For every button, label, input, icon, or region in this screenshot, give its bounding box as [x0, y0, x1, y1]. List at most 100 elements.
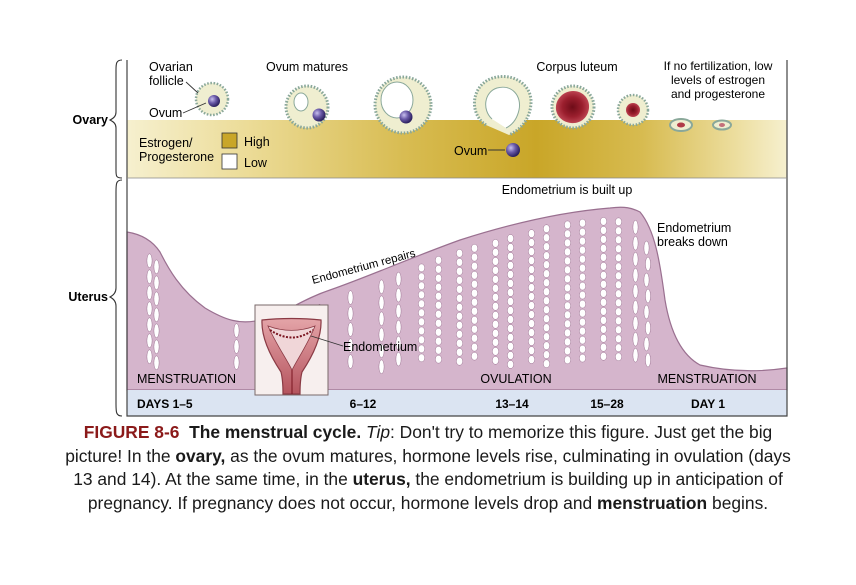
endometrial-gland: [564, 265, 571, 275]
corpus-luteum-label: Corpus luteum: [536, 60, 617, 74]
caption-menstruation-word: menstruation: [597, 492, 708, 513]
endometrial-gland: [456, 267, 463, 276]
endometrial-gland: [600, 217, 607, 226]
endometrial-gland: [564, 229, 571, 239]
maturing-follicle-graphic-2: [373, 75, 433, 135]
endometrial-gland: [435, 273, 442, 283]
endometrial-gland: [579, 245, 586, 255]
endometrial-gland: [632, 299, 639, 315]
endometrial-gland: [471, 279, 478, 289]
endometrial-gland: [600, 352, 607, 361]
endometrial-gland: [347, 338, 354, 353]
endometrial-gland: [600, 244, 607, 253]
endometrial-gland: [471, 324, 478, 334]
uterus-inset: [254, 304, 329, 396]
released-ovum-label: Ovum: [454, 144, 487, 158]
diagram-frame: [126, 60, 788, 417]
caption-uterus-word: uterus,: [352, 469, 411, 489]
hormone-legend-title-line2: Progesterone: [139, 150, 214, 164]
endometrial-gland: [579, 290, 586, 300]
timeline-days-6-12: 6–12: [350, 397, 377, 411]
endometrial-gland: [615, 244, 622, 254]
ovary-band-top-strip: [127, 50, 787, 120]
timeline-days-1-5: DAYS 1–5: [137, 397, 193, 411]
endometrial-gland: [643, 304, 650, 320]
endometrial-gland: [471, 351, 478, 361]
endometrial-gland: [564, 310, 571, 320]
ovum-matures-label: Ovum matures: [266, 60, 348, 74]
endometrial-gland: [435, 345, 442, 355]
endometrial-gland: [579, 326, 586, 336]
caption-ovary-word: ovary,: [175, 445, 226, 466]
endometrial-gland: [471, 306, 478, 316]
endometrial-gland: [456, 303, 463, 312]
hormone-low-swatch: [221, 153, 238, 170]
endometrial-gland: [507, 288, 514, 297]
caption-text-1: : Don't try to memorize this figure. Jus…: [65, 422, 773, 466]
endometrial-gland: [615, 280, 622, 290]
endometrial-gland: [632, 267, 639, 283]
endometrial-gland: [471, 297, 478, 307]
endometrial-gland: [507, 324, 514, 333]
endometrial-gland: [564, 283, 571, 293]
endometrial-gland: [492, 248, 499, 257]
endometrial-gland: [395, 287, 402, 303]
endometrial-gland: [632, 315, 639, 331]
endometrial-gland: [435, 336, 442, 346]
endometrial-gland: [615, 307, 622, 317]
endometrial-gland: [471, 315, 478, 325]
endometrial-gland: [395, 303, 402, 319]
endometrial-gland: [600, 343, 607, 352]
endometrial-gland: [528, 355, 535, 364]
endometrial-gland: [600, 226, 607, 235]
hormone-legend: Estrogen/ Progesterone High Low: [139, 132, 270, 170]
endometrial-gland: [528, 274, 535, 283]
endometrial-gland: [435, 318, 442, 328]
endometrial-gland: [543, 305, 550, 314]
endometrial-gland: [632, 219, 639, 235]
endometrium-breaks-down-label-line1: Endometrium: [657, 221, 731, 235]
endometrial-gland: [645, 352, 651, 368]
ovarian-follicle-label-line2: follicle: [149, 74, 184, 88]
endometrial-gland: [543, 251, 550, 260]
endometrial-gland: [507, 279, 514, 288]
endometrial-gland: [471, 342, 478, 352]
timeline-days-15-28: 15–28: [590, 397, 624, 411]
endometrial-gland: [233, 339, 240, 354]
caption-text-2: as the ovum matures, hormone levels rise…: [73, 445, 791, 490]
endometrial-gland: [615, 217, 622, 227]
endometrial-gland: [543, 350, 550, 359]
endometrial-gland: [456, 312, 463, 321]
endometrial-gland: [492, 266, 499, 275]
endometrial-gland: [492, 293, 499, 302]
ovum-label: Ovum: [149, 106, 182, 120]
endometrial-gland: [507, 297, 514, 306]
endometrial-gland: [564, 319, 571, 329]
endometrial-gland: [543, 269, 550, 278]
endometrial-gland: [395, 271, 402, 287]
endometrial-gland: [564, 355, 571, 365]
endometrial-gland: [378, 359, 385, 375]
endometrial-gland: [347, 354, 354, 369]
endometrial-gland: [492, 356, 499, 365]
endometrial-gland: [528, 346, 535, 355]
endometrial-gland: [564, 247, 571, 257]
endometrial-gland: [615, 226, 622, 236]
endometrial-gland: [579, 353, 586, 363]
endometrial-gland: [418, 290, 425, 300]
endometrial-gland: [579, 317, 586, 327]
endometrial-gland: [507, 261, 514, 270]
endometrial-gland: [471, 243, 478, 253]
phase-ovulation: OVULATION: [480, 372, 551, 386]
phase-menstruation-end: MENSTRUATION: [657, 372, 756, 386]
endometrial-gland: [543, 224, 550, 233]
endometrial-gland: [418, 353, 425, 363]
corpus-luteum-graphic: [550, 84, 596, 130]
endometrial-gland: [564, 238, 571, 248]
endometrial-gland: [615, 352, 622, 362]
endometrial-gland: [456, 339, 463, 348]
endometrial-gland: [456, 330, 463, 339]
endometrial-gland: [579, 281, 586, 291]
endometrial-gland: [418, 308, 425, 318]
endometrial-gland: [471, 333, 478, 343]
